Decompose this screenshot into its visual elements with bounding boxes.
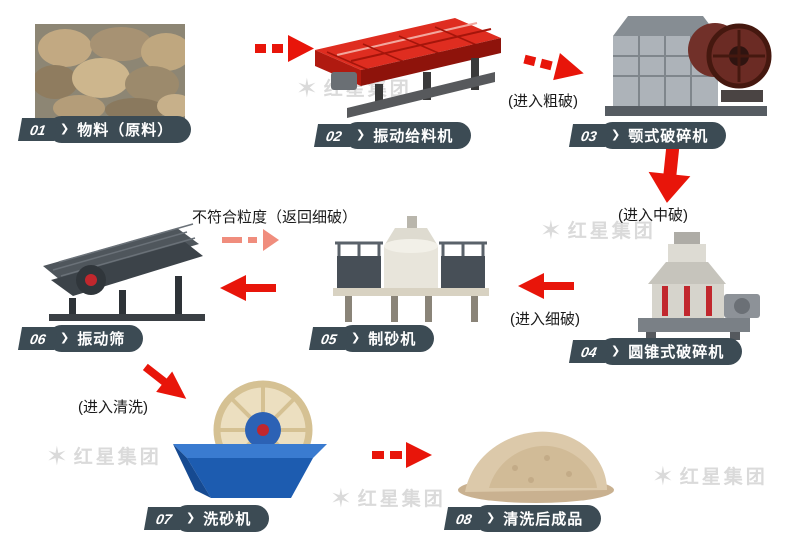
step-label-pill: ❯ 清洗后成品 [474, 505, 602, 532]
annotation-to-washing: (进入清洗) [78, 399, 148, 416]
step-label-text: 制砂机 [368, 331, 417, 348]
annotation-return-fine-crush: 不符合粒度（返回细破） [192, 209, 358, 226]
watermark: ✶ 红星集团 [540, 216, 656, 243]
node-jaw-crusher: 03 ❯ 颚式破碎机 [568, 122, 727, 149]
arrow-raw-to-feeder [255, 33, 315, 69]
chevron-icon: ❯ [60, 123, 71, 135]
watermark-text: 红星集团 [567, 221, 656, 242]
step-label-text: 清洗后成品 [503, 511, 584, 528]
sand-washer-image [165, 378, 337, 511]
step-label-pill: ❯ 物料（原料） [48, 116, 192, 143]
chevron-icon: ❯ [351, 332, 362, 344]
chevron-icon: ❯ [186, 512, 197, 524]
arrow-to-washer [133, 355, 197, 416]
step-number-badge: 01 [17, 118, 59, 141]
watermark: ✶ 红星集团 [46, 442, 162, 469]
watermark-star-icon: ✶ [540, 214, 562, 245]
node-vibrating-feeder: 02 ❯ 振动给料机 [313, 122, 472, 149]
watermark-star-icon: ✶ [296, 72, 318, 103]
annotation-to-fine-crush: (进入细破) [510, 311, 580, 328]
watermark-text: 红星集团 [357, 489, 446, 510]
step-label-text: 振动筛 [77, 331, 126, 348]
step-label-pill: ❯ 洗砂机 [174, 505, 270, 532]
chevron-icon: ❯ [60, 332, 71, 344]
node-finished-product: 08 ❯ 清洗后成品 [443, 505, 602, 532]
sand-maker-image [325, 214, 497, 331]
step-number-badge: 06 [17, 327, 59, 350]
step-label-text: 物料（原料） [77, 122, 174, 139]
arrow-feeder-to-jaw [519, 43, 588, 94]
finished-sand-image [455, 408, 617, 511]
watermark: ✶ 红星集团 [652, 462, 768, 489]
raw-material-image [32, 24, 193, 125]
step-number-badge: 05 [308, 327, 350, 350]
arrow-return-to-fine-crush [222, 227, 280, 258]
step-number-badge: 04 [568, 340, 610, 363]
chevron-icon: ❯ [611, 345, 622, 357]
arrow-cone-to-sandmaker [518, 272, 574, 305]
chevron-icon: ❯ [611, 129, 622, 141]
arrow-sandmaker-to-screen [220, 274, 276, 307]
watermark-star-icon: ✶ [330, 482, 352, 513]
watermark: ✶ 红星集团 [330, 484, 446, 511]
watermark-text: 红星集团 [679, 467, 768, 488]
annotation-to-coarse-crush: (进入粗破) [508, 93, 578, 110]
step-label-text: 颚式破碎机 [628, 128, 709, 145]
step-label-pill: ❯ 振动筛 [48, 325, 144, 352]
vibrating-screen-image [35, 218, 213, 329]
step-label-text: 振动给料机 [373, 128, 454, 145]
node-sand-washer: 07 ❯ 洗砂机 [143, 505, 270, 532]
step-label-pill: ❯ 圆锥式破碎机 [599, 338, 743, 365]
annotation-to-medium-crush: (进入中破) [618, 207, 688, 224]
step-label-text: 洗砂机 [203, 511, 252, 528]
step-label-pill: ❯ 制砂机 [339, 325, 435, 352]
arrow-washer-to-product [372, 438, 434, 477]
step-number-badge: 07 [143, 507, 185, 530]
arrow-jaw-to-cone [643, 146, 695, 211]
watermark-star-icon: ✶ [46, 440, 68, 471]
step-number-badge: 08 [443, 507, 485, 530]
vibrating-feeder-image [303, 10, 505, 127]
node-raw-material: 01 ❯ 物料（原料） [17, 116, 192, 143]
step-label-text: 圆锥式破碎机 [628, 344, 725, 361]
node-sand-maker: 05 ❯ 制砂机 [308, 325, 435, 352]
jaw-crusher-image [595, 4, 777, 125]
watermark-text: 红星集团 [73, 447, 162, 468]
step-number-badge: 02 [313, 124, 355, 147]
watermark-star-icon: ✶ [652, 460, 674, 491]
step-number-badge: 03 [568, 124, 610, 147]
node-cone-crusher: 04 ❯ 圆锥式破碎机 [568, 338, 743, 365]
node-vibrating-screen: 06 ❯ 振动筛 [17, 325, 144, 352]
step-label-pill: ❯ 颚式破碎机 [599, 122, 727, 149]
step-label-pill: ❯ 振动给料机 [344, 122, 472, 149]
chevron-icon: ❯ [356, 129, 367, 141]
chevron-icon: ❯ [486, 512, 497, 524]
cone-crusher-image [610, 224, 772, 347]
